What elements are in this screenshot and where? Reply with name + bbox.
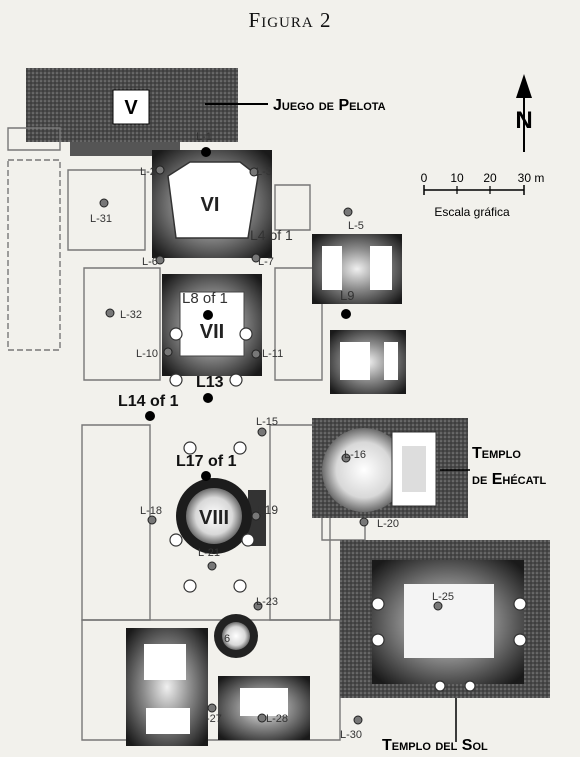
locus-l3: L-3 — [256, 166, 272, 178]
templo-del-sol-label: Templo del Sol — [382, 737, 488, 754]
north-arrow-label: N — [515, 107, 532, 134]
scale-tick-10: 10 — [450, 171, 464, 185]
locus-l11: L-11 — [262, 348, 283, 360]
rooms-east — [312, 234, 406, 394]
scale-caption: Escala gráfica — [434, 205, 510, 219]
scale-tick-0: 0 — [421, 171, 428, 185]
locus-labels-bold: L4 of 1 L8 of 1 L9 L13 L14 of 1 L17 of 1 — [118, 227, 354, 470]
locus-l9: L9 — [340, 288, 354, 303]
ball-court — [26, 68, 268, 156]
locus-l15: L-15 — [256, 416, 278, 428]
locus-l5: L-5 — [348, 220, 364, 232]
locus-l16: L-16 — [344, 449, 366, 461]
locus-l26: 6 — [224, 633, 230, 645]
structure-viii-label: VIII — [199, 507, 229, 529]
scale-bar: 0 10 20 30 m Escala gráfica — [421, 171, 545, 219]
structure-vii-label: VII — [200, 321, 224, 343]
locus-l1: L-1 — [196, 131, 212, 143]
locus-l6: L-6 — [142, 256, 158, 268]
locus-l23: L-23 — [256, 596, 278, 608]
templo-ehecatl — [312, 418, 470, 518]
structure-vi-label: VI — [201, 194, 220, 216]
templo-ehecatl-line1: Templo — [472, 445, 521, 462]
column-bases — [169, 327, 527, 692]
templo-ehecatl-line2: de Ehécatl — [472, 471, 546, 488]
locus-l14: L14 of 1 — [118, 393, 179, 410]
locus-l28: L-28 — [266, 713, 288, 725]
structure-vii — [162, 274, 262, 376]
scale-tick-20: 20 — [483, 171, 497, 185]
locus-l21: L-21 — [198, 547, 220, 559]
structure-v-label: V — [124, 97, 138, 119]
locus-labels: L-1 L-2 L-3 L-5 L-6 L-7 L-10 L-11 L-15 L… — [90, 131, 454, 741]
locus-markers — [99, 147, 443, 725]
locus-l18: L-18 — [140, 505, 162, 517]
scale-tick-30: 30 m — [518, 171, 545, 185]
locus-l19: L19 — [258, 503, 278, 517]
locus-l20: L-20 — [377, 518, 399, 530]
south-structures — [126, 614, 310, 746]
locus-l17: L17 of 1 — [176, 453, 237, 470]
locus-l2: L-2 — [140, 166, 156, 178]
locus-l31: L-31 — [90, 213, 112, 225]
locus-l7: L-7 — [258, 256, 274, 268]
locus-l10: L-10 — [136, 348, 158, 360]
locus-l32: L-32 — [120, 309, 142, 321]
locus-l30: L-30 — [340, 729, 362, 741]
north-arrow: N — [515, 74, 533, 152]
locus-l27: -27 — [206, 713, 222, 725]
locus-l4: L4 of 1 — [250, 227, 293, 243]
locus-l8: L8 of 1 — [182, 290, 228, 307]
figure-title: Figura 2 — [248, 8, 332, 32]
locus-l25: L-25 — [432, 591, 454, 603]
structure-viii — [176, 478, 266, 554]
juego-de-pelota-label: Juego de Pelota — [273, 97, 386, 114]
templo-del-sol — [340, 540, 550, 742]
locus-l13: L13 — [196, 374, 224, 391]
